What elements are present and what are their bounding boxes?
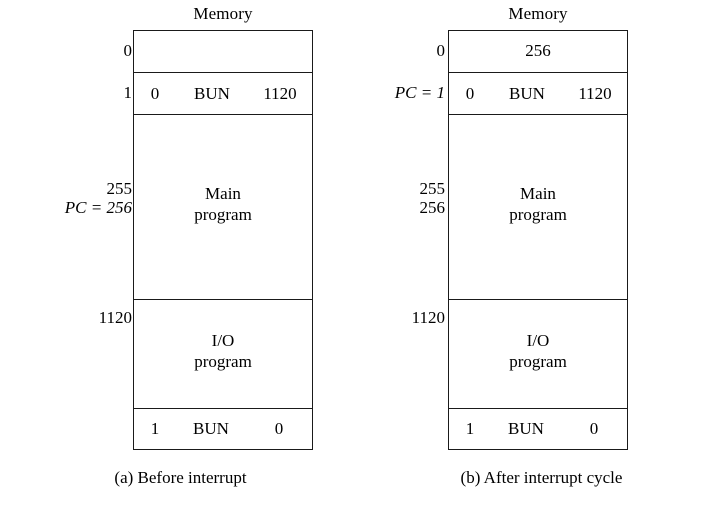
address-label-255: 255 [419, 179, 446, 198]
memory-row-main-program: Main program [134, 115, 312, 300]
memory-row-io-program: I/O program [134, 300, 312, 409]
address-label-255: 255 [106, 179, 133, 198]
io-program-label-line1: I/O [526, 331, 550, 350]
address-label-pc-1: PC = 1 [394, 83, 445, 102]
instruction-address: 0 [589, 419, 599, 438]
main-program-label-line1: Main [520, 184, 556, 203]
address-label-0: 0 [436, 41, 446, 60]
io-program-label-line1: I/O [211, 331, 235, 350]
address-label-1120: 1120 [411, 308, 445, 327]
address-label-pc-256: PC = 256 [64, 198, 132, 217]
instruction-bun-top: 0 BUN 1120 [449, 73, 627, 114]
address-label-1120: 1120 [98, 308, 132, 327]
figure-caption-b: (b) After interrupt cycle [460, 468, 623, 487]
instruction-bun-bottom: 1 BUN 0 [134, 409, 312, 449]
instruction-indirect-bit: 1 [150, 419, 160, 438]
main-program-label-line1: Main [205, 184, 241, 203]
memory-row-address-1: 0 BUN 1120 [449, 73, 627, 115]
instruction-bun-top: 0 BUN 1120 [134, 73, 312, 114]
instruction-indirect-bit: 0 [150, 83, 160, 103]
memory-row-address-0 [134, 31, 312, 73]
memory-row-io-program: I/O program [449, 300, 627, 409]
io-program-label-line2: program [194, 352, 252, 371]
panel-before-interrupt: Memory 0 BUN 1120 Main program [64, 4, 313, 487]
memory-title: Memory [508, 4, 568, 23]
instruction-address: 1120 [263, 83, 297, 103]
memory-row-address-1: 0 BUN 1120 [134, 73, 312, 115]
main-program-label-line2: program [194, 205, 252, 224]
memory-row-main-program: Main program [449, 115, 627, 300]
memory-box: 0 BUN 1120 Main program I/O program [133, 30, 313, 450]
instruction-address: 1120 [578, 83, 612, 103]
address-label-0: 0 [123, 41, 133, 60]
memory-box: 256 0 BUN 1120 Main program I/O program [448, 30, 628, 450]
instruction-indirect-bit: 0 [465, 83, 475, 103]
instruction-opcode: BUN [508, 419, 544, 438]
instruction-address: 0 [274, 419, 284, 438]
instruction-opcode: BUN [194, 83, 230, 103]
memory-row-address-0: 256 [449, 31, 627, 73]
memory-row-bun-return: 1 BUN 0 [134, 409, 312, 449]
memory-cell-value-0: 256 [525, 41, 551, 60]
instruction-indirect-bit: 1 [465, 419, 475, 438]
io-program-label-line2: program [509, 352, 567, 371]
panel-after-interrupt: Memory 256 0 BUN 1120 Main program [361, 0, 722, 506]
main-program-label-line2: program [509, 205, 567, 224]
instruction-bun-bottom: 1 BUN 0 [449, 409, 627, 449]
memory-title: Memory [193, 4, 253, 23]
instruction-opcode: BUN [193, 419, 229, 438]
instruction-opcode: BUN [509, 83, 545, 103]
address-label-256: 256 [419, 198, 446, 217]
figure-caption-a: (a) Before interrupt [114, 468, 247, 487]
address-label-1: 1 [123, 83, 133, 102]
memory-row-bun-return: 1 BUN 0 [449, 409, 627, 449]
